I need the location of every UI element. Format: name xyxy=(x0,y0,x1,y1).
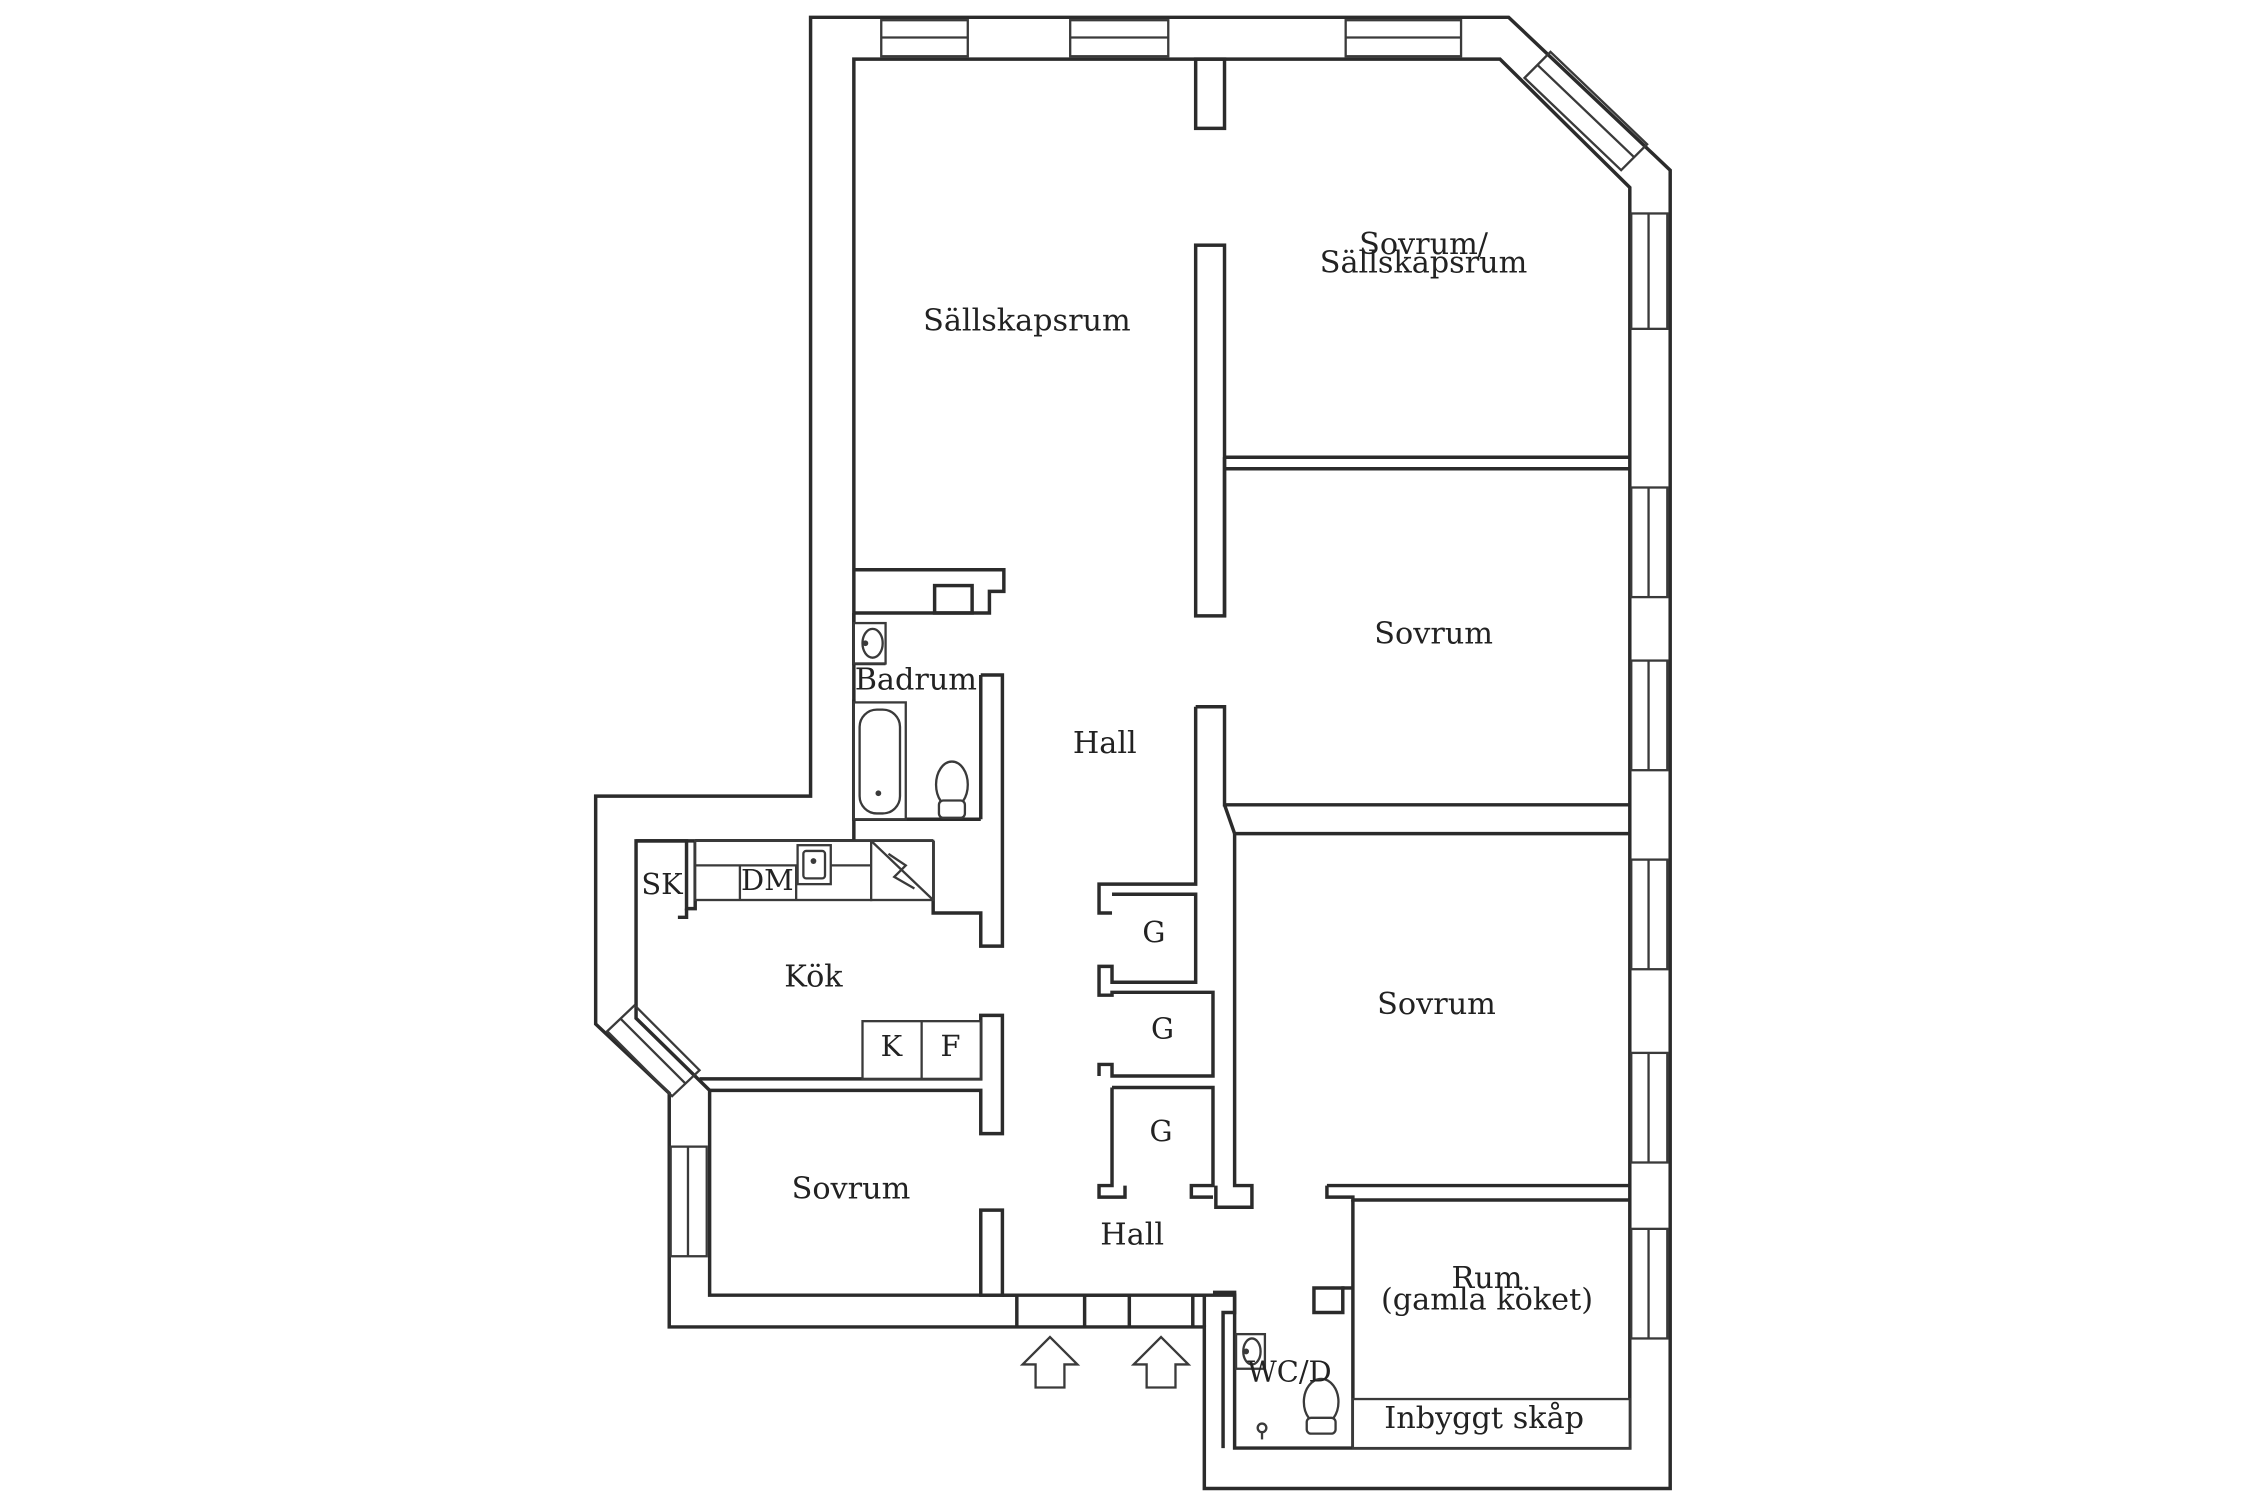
up-arrow-icon xyxy=(1130,1335,1192,1389)
sink-icon xyxy=(796,844,832,886)
room-label-sallskapsrum: Sällskapsrum xyxy=(923,303,1131,338)
sink-icon xyxy=(1234,1332,1267,1370)
room-label-hall-upper: Hall xyxy=(1073,726,1137,761)
room-label-hall-lower: Hall xyxy=(1100,1218,1164,1253)
fixture-label-g3: G xyxy=(1150,1114,1173,1148)
toilet-icon xyxy=(934,760,969,819)
wc-fixtures xyxy=(1234,1332,1340,1440)
fixture-labels: SK DM K F G G G xyxy=(641,863,1174,1148)
built-in-wardrobe xyxy=(1351,1397,1631,1450)
room-label-wcd: WC/D xyxy=(1247,1355,1332,1389)
fixture-label-f: F xyxy=(940,1029,960,1063)
room-label-rum-2: (gamla köket) xyxy=(1381,1283,1593,1318)
fixture-label-g1: G xyxy=(1142,915,1165,949)
sink-icon xyxy=(852,621,887,665)
room-label-sovrum-lower-right: Sovrum xyxy=(1377,987,1496,1022)
fixture-label-sk: SK xyxy=(641,867,683,901)
kitchen-fixtures xyxy=(694,839,982,1080)
room-label-rum-1: Rum xyxy=(1452,1261,1523,1296)
toilet-icon xyxy=(1302,1377,1340,1435)
room-label-badrum: Badrum xyxy=(855,662,977,697)
room-label-sovrum-sallskapsrum-2: Sällskapsrum xyxy=(1320,246,1528,281)
windows xyxy=(605,19,1669,1340)
chimney-icon xyxy=(870,839,935,902)
up-arrow-icon xyxy=(1019,1335,1081,1389)
room-label-sovrum-lower-left: Sovrum xyxy=(792,1172,911,1207)
room-label-sovrum-sallskapsrum-1: Sovrum/ xyxy=(1359,227,1489,262)
fixture-label-k: K xyxy=(881,1029,903,1063)
fixture-label-g2: G xyxy=(1151,1011,1174,1045)
room-label-inbyggt-skap: Inbyggt skåp xyxy=(1384,1401,1584,1436)
room-labels: Sällskapsrum Sovrum/ Sällskapsrum Sovrum… xyxy=(784,227,1593,1436)
fixture-label-dm: DM xyxy=(741,863,794,897)
bathtub-icon xyxy=(852,701,907,821)
room-label-kok: Kök xyxy=(784,960,843,995)
bathroom-fixtures xyxy=(852,621,969,821)
room-label-sovrum-middle: Sovrum xyxy=(1374,616,1493,651)
entrance-arrows xyxy=(1019,1335,1192,1389)
